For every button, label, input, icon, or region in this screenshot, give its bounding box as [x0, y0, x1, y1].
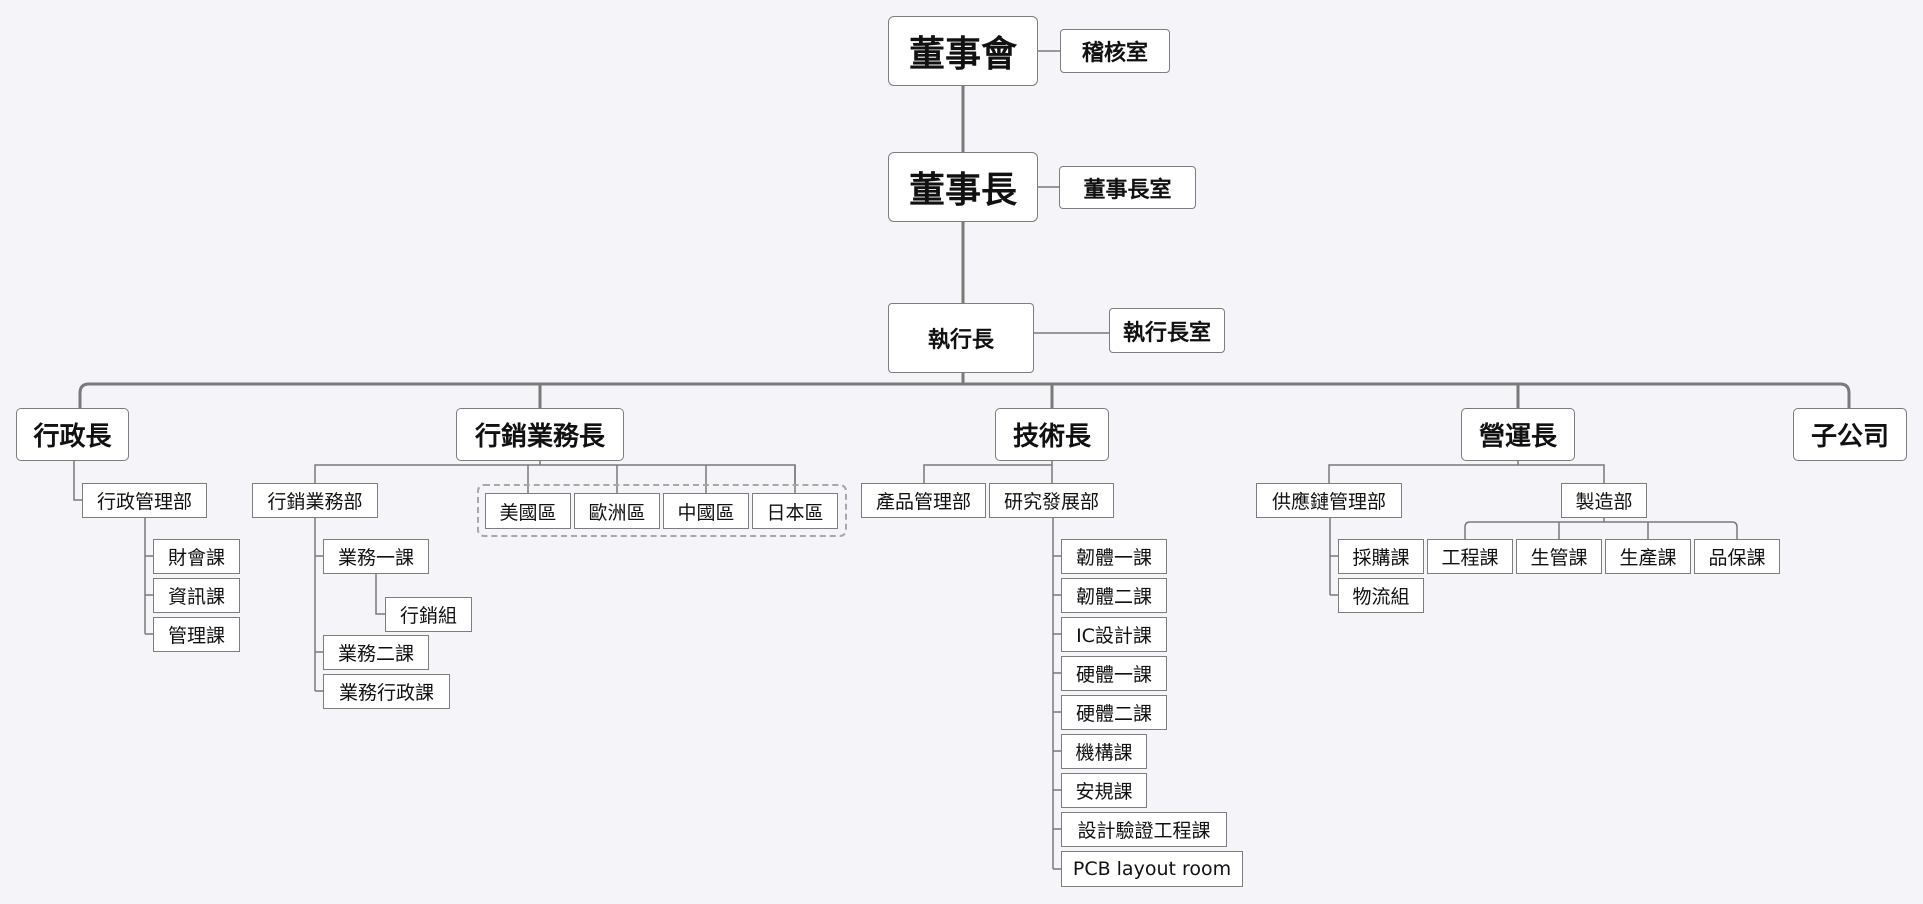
node-hardware-section-1[interactable]: 硬體一課: [1061, 656, 1167, 691]
connector-ops-bar: [1328, 461, 1605, 483]
connector-chief-drops: [538, 384, 1520, 408]
node-procurement-section[interactable]: 採購課: [1338, 539, 1424, 574]
node-supply-chain-dept[interactable]: 供應鏈管理部: [1256, 483, 1402, 518]
node-it-section[interactable]: 資訊課: [153, 578, 240, 613]
node-ceo[interactable]: 執行長: [888, 303, 1034, 373]
node-safety-section[interactable]: 安規課: [1061, 773, 1147, 808]
node-marketing-sales-dept[interactable]: 行銷業務部: [252, 483, 378, 518]
node-qa-section[interactable]: 品保課: [1694, 539, 1780, 574]
node-rd-dept[interactable]: 研究發展部: [989, 483, 1114, 518]
node-marketing-group[interactable]: 行銷組: [385, 597, 472, 632]
node-chairman[interactable]: 董事長: [888, 152, 1038, 222]
node-hardware-section-2[interactable]: 硬體二課: [1061, 695, 1167, 730]
node-pcb-layout-room[interactable]: PCB layout room: [1061, 851, 1243, 887]
node-mechanical-section[interactable]: 機構課: [1061, 734, 1147, 769]
connector-admin-sections: [144, 518, 153, 635]
node-logistics-group[interactable]: 物流組: [1338, 578, 1424, 613]
node-ceo-office[interactable]: 執行長室: [1109, 308, 1225, 353]
node-design-verification-section[interactable]: 設計驗證工程課: [1061, 812, 1227, 847]
node-region-jp[interactable]: 日本區: [752, 493, 838, 529]
node-ops-chief[interactable]: 營運長: [1461, 408, 1575, 461]
node-subsidiary[interactable]: 子公司: [1793, 408, 1907, 461]
connector-marketing-bar: [314, 461, 796, 484]
node-chairman-office[interactable]: 董事長室: [1059, 166, 1196, 209]
node-region-us[interactable]: 美國區: [485, 493, 571, 529]
node-admin-mgmt-dept[interactable]: 行政管理部: [82, 483, 207, 518]
node-audit-office[interactable]: 稽核室: [1060, 29, 1170, 73]
node-engineering-section[interactable]: 工程課: [1427, 539, 1513, 574]
node-production-section[interactable]: 生產課: [1605, 539, 1691, 574]
node-management-section[interactable]: 管理課: [153, 617, 240, 652]
node-sales-section-2[interactable]: 業務二課: [323, 635, 429, 670]
region-group-box: [477, 484, 847, 537]
node-manufacturing-dept[interactable]: 製造部: [1561, 483, 1647, 518]
node-firmware-section-1[interactable]: 韌體一課: [1061, 539, 1167, 574]
node-region-cn[interactable]: 中國區: [663, 493, 749, 529]
connector-region-drops: [527, 465, 796, 493]
connector-rd-sections: [1052, 518, 1061, 870]
node-sales-section-1[interactable]: 業務一課: [323, 539, 429, 574]
node-sales-admin-section[interactable]: 業務行政課: [323, 674, 450, 709]
connector-manufacturing-sections: [1464, 518, 1738, 539]
connector-supply-sections: [1329, 518, 1338, 596]
node-finance-section[interactable]: 財會課: [153, 539, 240, 574]
connector-admin-dept: [73, 461, 82, 501]
node-tech-chief[interactable]: 技術長: [995, 408, 1109, 461]
node-ic-design-section[interactable]: IC設計課: [1061, 617, 1167, 652]
node-firmware-section-2[interactable]: 韌體二課: [1061, 578, 1167, 613]
node-product-mgmt-dept[interactable]: 產品管理部: [861, 483, 986, 518]
node-production-control-section[interactable]: 生管課: [1516, 539, 1602, 574]
connector-marketing-group: [375, 574, 385, 615]
node-admin-chief[interactable]: 行政長: [16, 408, 129, 461]
connector-tech-bar: [923, 461, 1053, 483]
connector-marketing-sections: [314, 518, 323, 692]
node-region-eu[interactable]: 歐洲區: [574, 493, 660, 529]
node-marketing-chief[interactable]: 行銷業務長: [456, 408, 624, 461]
node-board[interactable]: 董事會: [888, 16, 1038, 86]
connector-chiefs-bar: [78, 382, 1851, 408]
